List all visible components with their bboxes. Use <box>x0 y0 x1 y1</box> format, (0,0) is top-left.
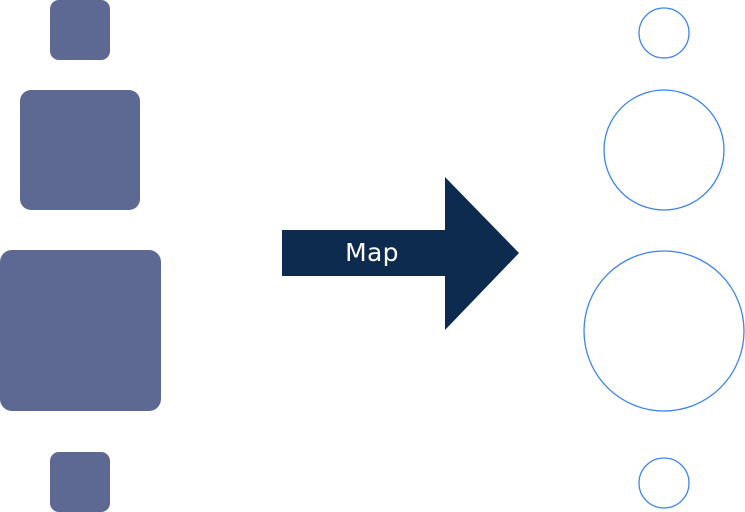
square-column <box>0 0 161 512</box>
circle-small-top <box>638 7 690 59</box>
square-small-bottom <box>50 452 110 512</box>
square-medium <box>20 90 140 210</box>
square-large <box>0 250 161 411</box>
arrow-label: Map <box>345 238 399 267</box>
circle-column <box>583 7 745 509</box>
square-small-top <box>50 0 110 60</box>
circle-large <box>583 250 745 412</box>
circle-small-bottom <box>638 457 690 509</box>
arrow-shape <box>282 177 519 330</box>
map-arrow: Map <box>282 177 519 330</box>
circle-medium <box>603 89 725 211</box>
